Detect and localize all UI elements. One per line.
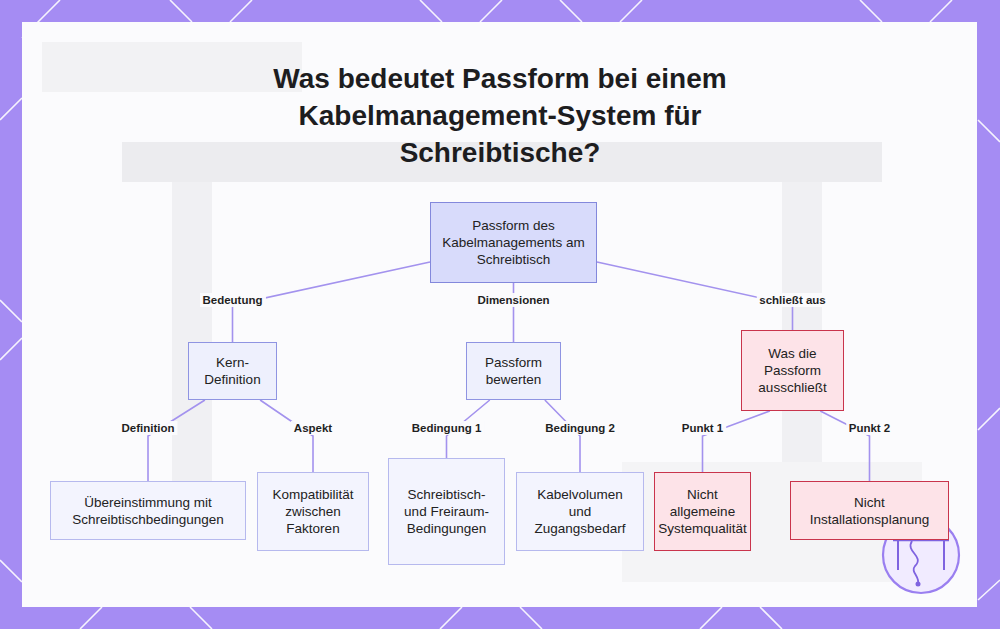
- node-label: Kabelvolumen und Zugangsbedarf: [525, 486, 635, 537]
- node-label: Kompatibilität zwischen Faktoren: [266, 486, 360, 537]
- edge-label: Definition: [118, 421, 177, 435]
- node-label: Nicht Installationsplanung: [799, 494, 940, 528]
- edge-label: Dimensionen: [474, 293, 552, 307]
- node-text-group: Kern-Definition: [197, 354, 268, 388]
- node-label: Was die Passform ausschließt: [750, 345, 835, 396]
- diagram-title: Was bedeutet Passform bei einem Kabelman…: [200, 60, 800, 171]
- exclusion-box: Nicht Installationsplanung: [790, 481, 949, 540]
- node-text-group: Übereinstimmung mit Schreibtischbedingun…: [59, 494, 237, 528]
- node-text-group: Schreibtisch- und Freiraum-Bedingungen: [397, 486, 496, 537]
- connector: [513, 283, 514, 342]
- edge-label: Aspekt: [291, 421, 335, 435]
- node-label: Passform des Kabelmanagements am Schreib…: [439, 217, 588, 268]
- concept-box: Schreibtisch- und Freiraum-Bedingungen: [388, 458, 505, 565]
- concept-box: Kompatibilität zwischen Faktoren: [257, 472, 369, 551]
- node-label: Schreibtisch- und Freiraum-Bedingungen: [397, 486, 496, 537]
- concept-box: Passform bewerten: [466, 342, 561, 400]
- edge-label: Punkt 1: [679, 421, 727, 435]
- concept-box: Übereinstimmung mit Schreibtischbedingun…: [50, 481, 246, 540]
- node-label: Nicht allgemeine Systemqualität: [658, 486, 747, 537]
- node-label: Kern-Definition: [197, 354, 268, 388]
- connector: [148, 400, 205, 481]
- connector: [545, 400, 580, 472]
- node-label: Passform bewerten: [475, 354, 552, 388]
- node-text-group: Passform bewerten: [475, 354, 552, 388]
- concept-box: Passform des Kabelmanagements am Schreib…: [430, 202, 597, 283]
- edge-label: Bedingung 2: [542, 421, 618, 435]
- node-text-group: Nicht Installationsplanung: [799, 494, 940, 528]
- edge-label: Punkt 2: [846, 421, 894, 435]
- connector: [260, 400, 313, 472]
- node-text-group: Passform des Kabelmanagements am Schreib…: [439, 217, 588, 268]
- node-text-group: Nicht allgemeine Systemqualität: [658, 486, 747, 537]
- node-text-group: Was die Passform ausschließt: [750, 345, 835, 396]
- edge-label: Bedingung 1: [409, 421, 485, 435]
- node-text-group: Kabelvolumen und Zugangsbedarf: [525, 486, 635, 537]
- edge-label: Bedeutung: [199, 293, 265, 307]
- exclusion-box: Nicht allgemeine Systemqualität: [654, 472, 751, 551]
- exclusion-box: Was die Passform ausschließt: [741, 330, 844, 411]
- node-text-group: Kompatibilität zwischen Faktoren: [266, 486, 360, 537]
- edge-label: schließt aus: [756, 293, 828, 307]
- node-label: Übereinstimmung mit Schreibtischbedingun…: [59, 494, 237, 528]
- concept-box: Kabelvolumen und Zugangsbedarf: [516, 472, 644, 551]
- concept-box: Kern-Definition: [188, 342, 277, 400]
